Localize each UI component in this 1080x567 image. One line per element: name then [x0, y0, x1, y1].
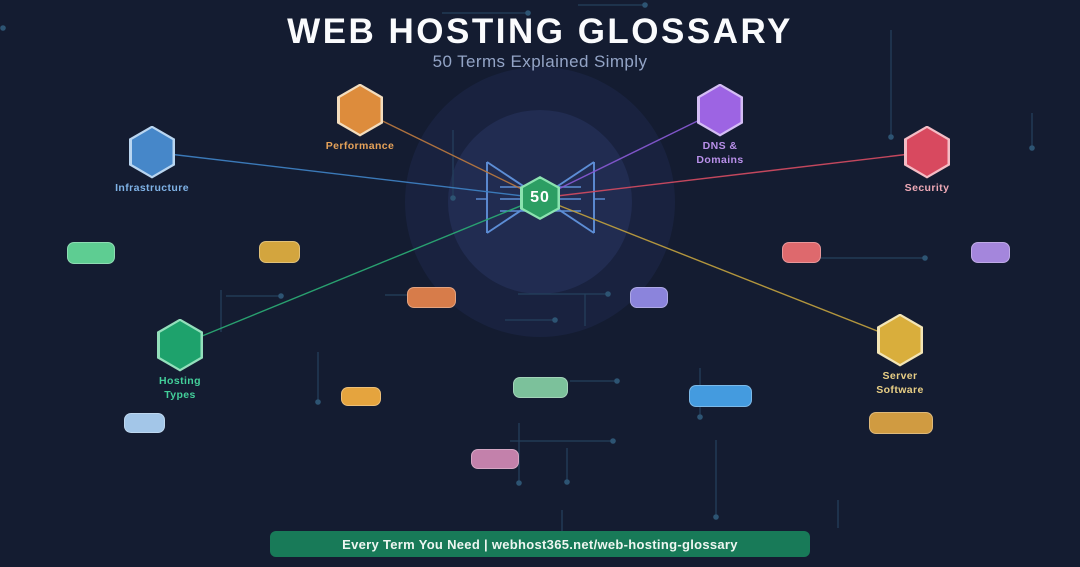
category-hex-fill-performance — [339, 86, 381, 134]
term-chip — [971, 242, 1010, 263]
category-label-line: DNS & — [702, 140, 738, 152]
circuit-node-dot — [1029, 145, 1035, 151]
circuit-node-dot — [0, 25, 6, 31]
page-subtitle: 50 Terms Explained Simply — [432, 52, 648, 71]
circuit-node-dot — [697, 414, 703, 420]
category-label-line: Infrastructure — [115, 182, 189, 194]
category-label-performance: Performance — [290, 139, 430, 153]
circuit-node-dot — [888, 134, 894, 140]
term-chip — [341, 387, 381, 406]
category-hex-fill-server-software — [879, 316, 921, 364]
circuit-node-dot — [516, 480, 522, 486]
connector-line-hosting-types — [179, 197, 541, 346]
term-count: 50 — [530, 189, 550, 206]
category-hex-security — [904, 125, 950, 179]
circuit-node-dot — [922, 255, 928, 261]
connector-line-server-software — [539, 197, 901, 341]
circuit-node-dot — [278, 293, 284, 299]
connector-line-dns-domains — [539, 109, 721, 199]
category-label-line: Performance — [325, 140, 395, 152]
term-chip — [259, 241, 300, 263]
circuit-node-dot — [525, 10, 531, 16]
connector-line-security — [539, 151, 928, 199]
circuit-node-dot — [713, 514, 719, 520]
footer-banner: Every Term You Need | webhost365.net/web… — [270, 531, 810, 557]
category-label-security: Security — [857, 181, 997, 195]
category-label-line: Server — [882, 370, 918, 382]
category-hex-fill-dns-domains — [699, 86, 741, 134]
term-chip — [67, 242, 115, 264]
term-chip — [782, 242, 821, 263]
term-chip — [124, 413, 165, 433]
term-chip — [689, 385, 752, 407]
category-label-line: Hosting — [159, 375, 201, 387]
circuit-node-dot — [552, 317, 558, 323]
circuit-node-dot — [614, 378, 620, 384]
category-hex-fill-security — [906, 128, 948, 176]
category-hex-fill-infrastructure — [131, 128, 173, 176]
category-hex-server-software — [877, 313, 923, 367]
category-label-line: Security — [904, 182, 950, 194]
circuit-node-dot — [450, 195, 456, 201]
circuit-node-dot — [642, 2, 648, 8]
term-chip — [407, 287, 456, 308]
category-label-line: Types — [164, 389, 196, 402]
circuit-node-dot — [315, 399, 321, 405]
term-chip — [513, 377, 568, 398]
category-hex-hosting-types — [157, 318, 203, 372]
category-label-line: Domains — [696, 154, 744, 167]
category-hex-dns-domains — [697, 83, 743, 137]
circuit-node-dot — [605, 291, 611, 297]
category-label-infrastructure: Infrastructure — [82, 181, 222, 195]
category-label-dns-domains: DNS & Domains — [650, 139, 790, 167]
footer-text: Every Term You Need | webhost365.net/web… — [342, 536, 738, 552]
connector-line-performance — [359, 109, 541, 199]
connector-line-infrastructure — [151, 151, 541, 199]
center-count-hexagon-fill: 50 — [522, 178, 558, 218]
term-chip — [471, 449, 519, 469]
category-label-line: Software — [876, 384, 924, 397]
center-count-hexagon: 50 — [520, 176, 560, 220]
term-chip — [869, 412, 933, 434]
circuit-node-dot — [564, 479, 570, 485]
page-title: WEB HOSTING GLOSSARY — [287, 12, 793, 51]
term-chip — [630, 287, 668, 308]
circuit-node-dot — [610, 438, 616, 444]
category-hex-fill-hosting-types — [159, 321, 201, 369]
